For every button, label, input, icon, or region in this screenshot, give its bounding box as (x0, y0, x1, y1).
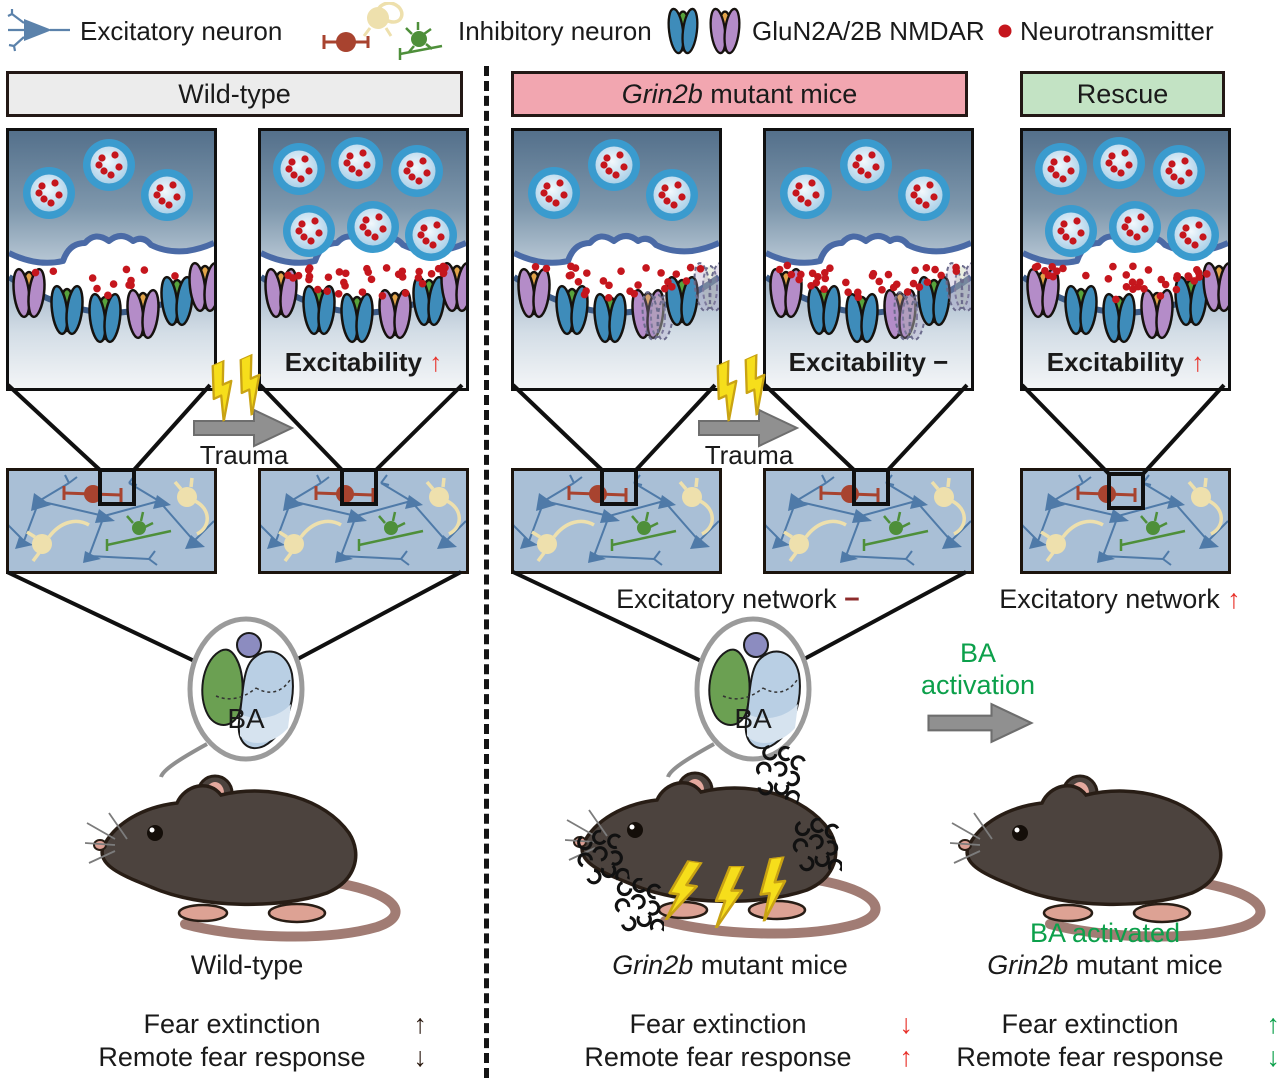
legend-label-inhibitory: Inhibitory neuron (458, 16, 652, 46)
shock-bolt (664, 857, 703, 925)
mouse-wild-type (85, 776, 396, 937)
shiver-marks (612, 878, 664, 937)
legend-label-nmdar: GluN2A/2B NMDAR (752, 16, 985, 46)
inhibitory-neuron-icon (322, 2, 443, 60)
legend-label-excitatory: Excitatory neuron (80, 16, 283, 46)
trauma-label: Trauma (704, 440, 794, 470)
synapse-panel-rescue: Excitability ↑ (1020, 128, 1231, 391)
network-panel-wt-post-trauma (258, 468, 469, 574)
footer-rows-wild-type: Fear extinction↑ Remote fear response↓ (98, 1009, 427, 1072)
excitatory-network-caption-grin2b: Excitatory network − (616, 584, 860, 614)
ba-activation-label: BA (959, 638, 997, 668)
legend-label-neurotransmitter: Neurotransmitter (1020, 16, 1214, 46)
mouse-grin2b (565, 773, 876, 934)
nmdar-icon (666, 6, 742, 56)
shock-bolt (714, 866, 745, 928)
footer-title-grin2b: Grin2b mutant mice (612, 950, 848, 980)
header-rescue: Rescue (1020, 71, 1225, 117)
footer-rows-grin2b: Fear extinction↓ Remote fear response↑ (584, 1009, 913, 1072)
neurotransmitter-icon (998, 24, 1012, 38)
network-panel-grin2b-post-trauma (763, 468, 974, 574)
shiver-marks (790, 818, 842, 877)
network-panel-grin2b-baseline (511, 468, 722, 574)
shock-bolt (754, 856, 793, 922)
shiver-marks (571, 826, 632, 892)
header-wild-type: Wild-type (6, 71, 463, 117)
excitatory-network-caption-rescue: Excitatory network ↑ (999, 584, 1241, 614)
synapse-panel-grin2b-post-trauma: Excitability − (763, 128, 974, 391)
ba-region-label: BA (734, 703, 772, 734)
synapse-panel-wild-type-post-trauma: Excitability ↑ (258, 128, 469, 391)
ba-region-label: BA (227, 703, 265, 734)
trauma-label: Trauma (199, 440, 289, 470)
header-grin2b-mutant: Grin2b mutant mice (511, 71, 968, 117)
brain-ba-grin2b (697, 619, 809, 759)
footer-pretitle-rescue: BA activated (1029, 918, 1181, 948)
shiver-marks (746, 739, 811, 810)
ba-activation-label: activation (920, 670, 1036, 700)
mouse-rescue (950, 776, 1261, 937)
excitatory-neuron-icon (7, 9, 70, 52)
footer-rows-rescue: Fear extinction↑ Remote fear response↓ (956, 1009, 1280, 1072)
footer-title-rescue: Grin2b mutant mice (987, 950, 1223, 980)
ba-activation-arrow (927, 702, 1033, 744)
footer-title-wild-type: Wild-type (190, 950, 304, 980)
column-divider (484, 66, 489, 1078)
network-panel-rescue (1020, 468, 1231, 574)
brain-ba-wild-type (190, 619, 302, 759)
synapse-panel-wild-type-baseline (6, 128, 217, 391)
synapse-panel-grin2b-baseline (511, 128, 722, 391)
network-panel-wt-baseline (6, 468, 217, 574)
